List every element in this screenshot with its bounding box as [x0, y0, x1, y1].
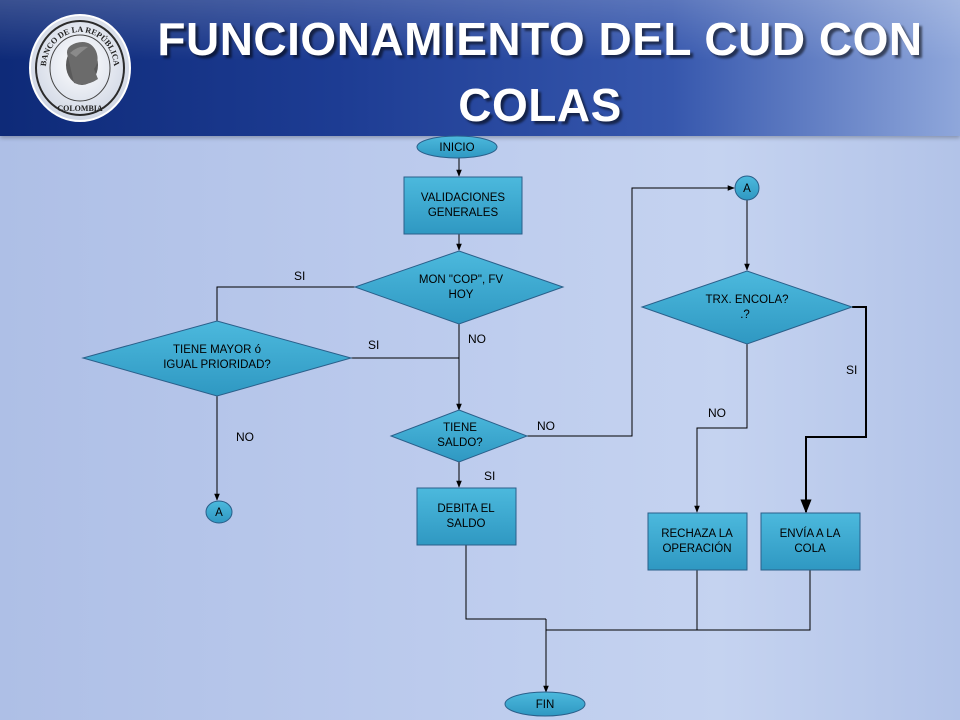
edge-mon-si-mayor — [214, 286, 356, 334]
node-debita-line2: SALDO — [447, 518, 486, 530]
node-mon-cop-line1: MON "COP", FV — [419, 274, 504, 286]
edge-label-saldo-no: NO — [537, 419, 555, 433]
edge-label-trx-si: SI — [846, 363, 857, 377]
edge-envia-fin — [546, 570, 811, 631]
node-debita-line1: DEBITA EL — [437, 503, 495, 515]
connector-lines — [214, 158, 867, 693]
node-rechaza-line1: RECHAZA LA — [661, 528, 733, 540]
node-conector-a-der: A — [734, 175, 760, 201]
edge-trx-no-rechaza — [694, 344, 748, 513]
edge-saldo-no-a — [527, 185, 735, 437]
node-validaciones: VALIDACIONES GENERALES — [403, 176, 523, 235]
node-rechaza: RECHAZA LA OPERACIÓN — [647, 512, 748, 571]
node-conector-a-izq-label: A — [215, 507, 223, 519]
banco-logo: BANCO DE LA REPÚBLICA COLOMBIA — [29, 14, 131, 122]
node-conector-a-izq: A — [205, 500, 233, 524]
title-line-2: COLAS — [458, 79, 622, 131]
node-tiene-mayor-line2: IGUAL PRIORIDAD? — [163, 359, 271, 371]
slide-title: FUNCIONAMIENTO DEL CUD CON COLAS — [140, 6, 940, 138]
logo-bottom-text: COLOMBIA — [57, 104, 103, 113]
node-tiene-mayor: TIENE MAYOR ó IGUAL PRIORIDAD? — [81, 320, 353, 397]
node-tiene-saldo: TIENE SALDO? — [389, 409, 529, 463]
node-inicio: INICIO — [416, 135, 498, 159]
node-conector-a-der-label: A — [743, 183, 751, 195]
edge-label-mayor-si: SI — [368, 338, 379, 352]
edge-label-trx-no: NO — [708, 406, 726, 420]
node-mon-cop-line2: HOY — [449, 289, 474, 301]
node-envia-line1: ENVÍA A LA — [780, 527, 841, 540]
node-validaciones-line1: VALIDACIONES — [421, 192, 505, 204]
edge-label-mon-no: NO — [468, 332, 486, 346]
node-trx-encola: TRX. ENCOLA? .? — [640, 270, 854, 345]
node-debita: DEBITA EL SALDO — [416, 487, 517, 546]
header-gloss — [0, 0, 960, 60]
node-envia-line2: COLA — [794, 543, 826, 555]
node-mon-cop: MON "COP", FV HOY — [353, 250, 565, 325]
logo-portrait — [66, 42, 98, 85]
node-trx-encola-line1: TRX. ENCOLA? — [705, 294, 788, 306]
slide-header — [0, 0, 960, 136]
node-fin-label: FIN — [536, 699, 555, 711]
node-envia: ENVÍA A LA COLA — [760, 512, 861, 571]
node-validaciones-line2: GENERALES — [428, 207, 499, 219]
node-fin: FIN — [504, 691, 586, 717]
node-inicio-label: INICIO — [439, 142, 474, 154]
edge-label-mayor-no: NO — [236, 430, 254, 444]
node-trx-encola-line2: .? — [740, 309, 750, 321]
title-line-1: FUNCIONAMIENTO DEL CUD CON — [157, 13, 923, 65]
node-tiene-saldo-line2: SALDO? — [437, 437, 482, 449]
edge-trx-si-envia — [800, 306, 867, 514]
edge-debita-fin — [465, 545, 546, 620]
edge-label-mon-si: SI — [294, 269, 305, 283]
edge-label-saldo-si: SI — [484, 469, 495, 483]
node-rechaza-line2: OPERACIÓN — [662, 542, 731, 555]
node-tiene-mayor-line1: TIENE MAYOR ó — [173, 344, 261, 356]
node-tiene-saldo-line1: TIENE — [443, 422, 477, 434]
